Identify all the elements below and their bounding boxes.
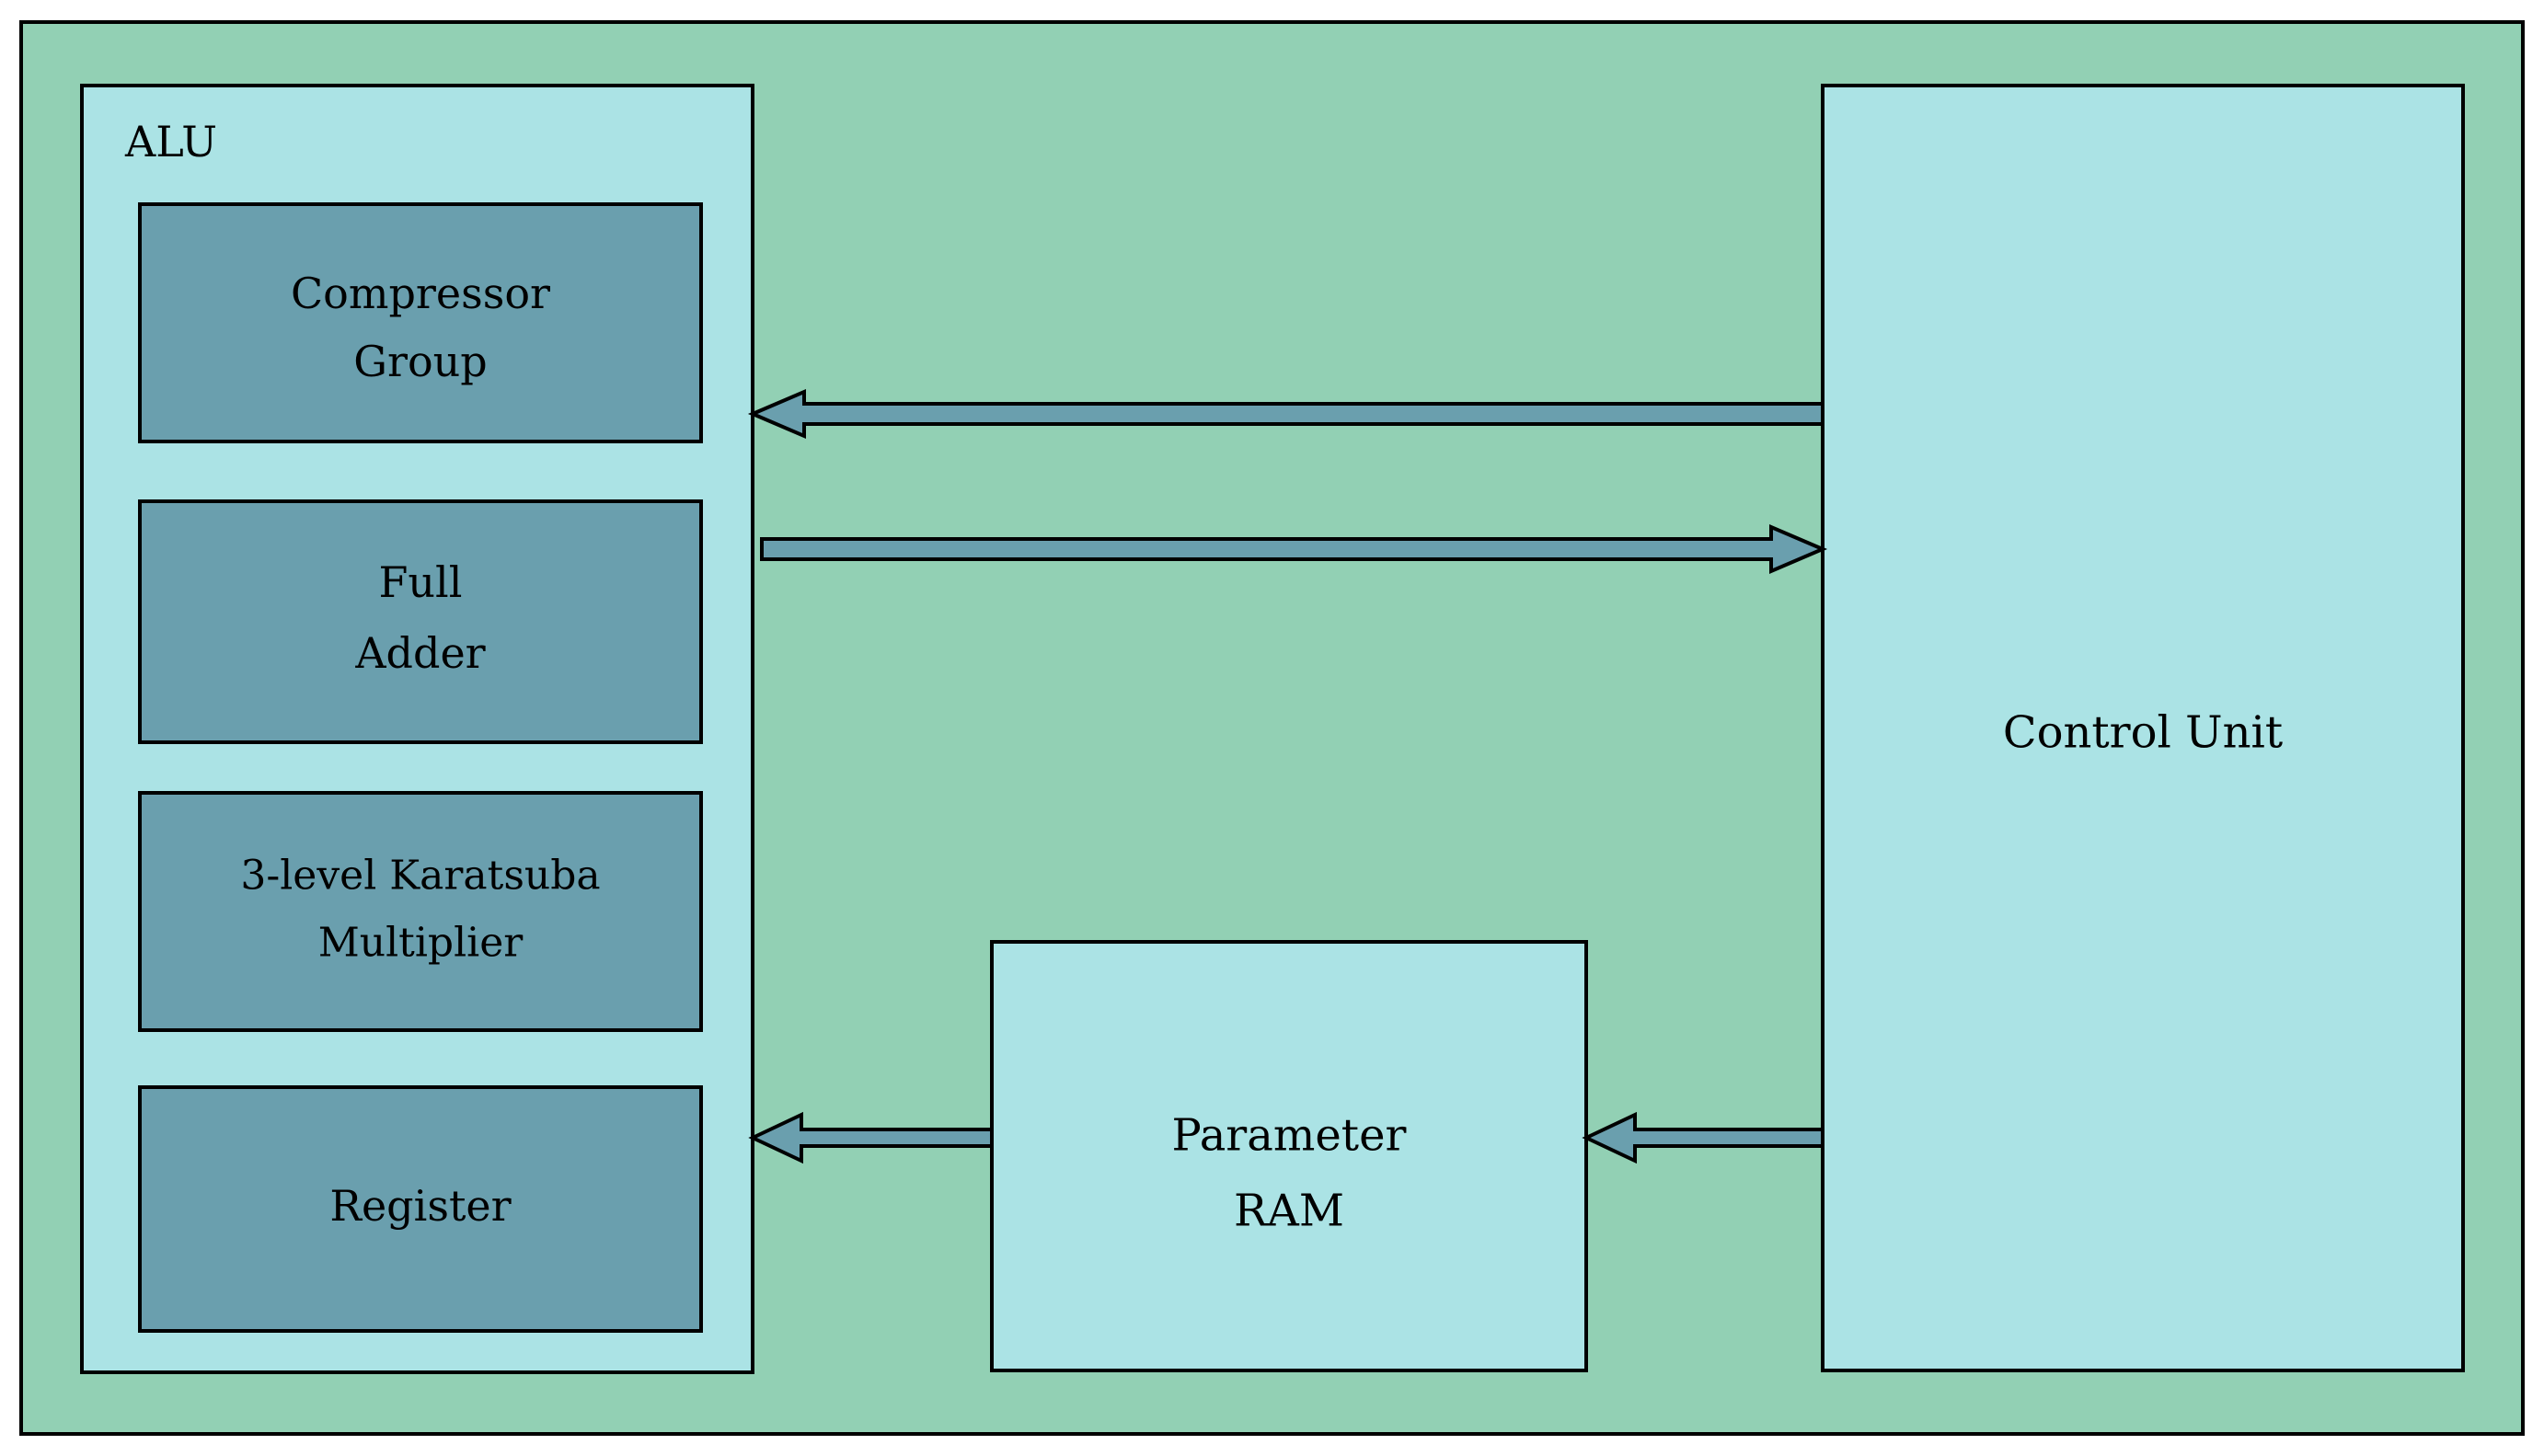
- arrow-parameter-ram-to-alu: [748, 1111, 994, 1164]
- full-adder-unit[interactable]: Full Adder: [138, 499, 703, 744]
- parameter-ram-container[interactable]: Parameter RAM: [990, 940, 1588, 1372]
- full-adder-box: [138, 499, 703, 744]
- full-adder-label-line1: Full: [379, 557, 463, 607]
- karatsuba-multiplier-box: [138, 791, 703, 1032]
- alu-label: ALU: [124, 117, 217, 166]
- parameter-ram-label-line1: Parameter: [1172, 1110, 1407, 1162]
- compressor-group-unit[interactable]: Compressor Group: [138, 202, 703, 443]
- register-label: Register: [329, 1181, 511, 1231]
- karatsuba-multiplier-label-line2: Multiplier: [318, 920, 524, 967]
- control-unit-label: Control Unit: [2003, 707, 2283, 759]
- arrow-control-unit-to-parameter-ram: [1582, 1111, 1825, 1164]
- arrow-alu-to-control-unit: [760, 523, 1828, 575]
- control-unit-container[interactable]: Control Unit: [1821, 84, 2465, 1372]
- control-unit-box: [1821, 84, 2465, 1372]
- karatsuba-multiplier-label-line1: 3-level Karatsuba: [240, 853, 600, 900]
- compressor-group-label-line1: Compressor: [291, 269, 550, 318]
- karatsuba-multiplier-unit[interactable]: 3-level Karatsuba Multiplier: [138, 791, 703, 1032]
- parameter-ram-box: [990, 940, 1588, 1372]
- register-box: [138, 1085, 703, 1333]
- compressor-group-box: [138, 202, 703, 443]
- register-unit[interactable]: Register: [138, 1085, 703, 1333]
- arrow-control-unit-to-alu: [747, 388, 1825, 440]
- full-adder-label-line2: Adder: [354, 628, 485, 678]
- parameter-ram-label-line2: RAM: [1234, 1186, 1344, 1237]
- compressor-group-label-line2: Group: [353, 337, 488, 386]
